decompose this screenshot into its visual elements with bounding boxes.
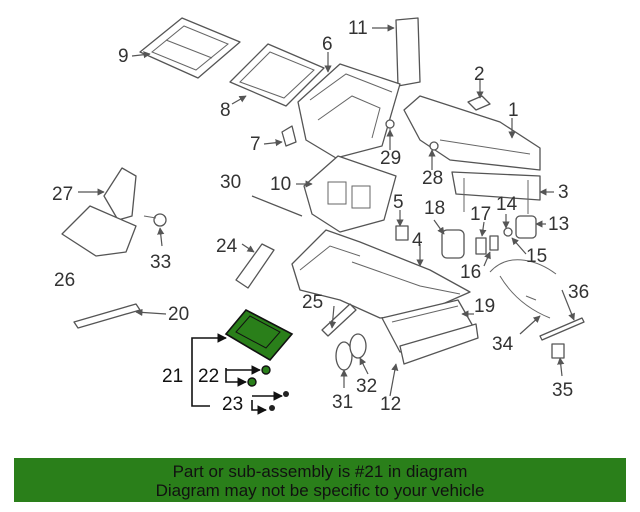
callout-18: 18 [424,198,445,219]
part-1-heater-housing [403,95,541,171]
callout-3: 3 [558,182,569,203]
callout-numbers: 1 2 3 4 5 6 7 8 9 10 11 12 13 14 15 16 1… [52,18,589,415]
callout-30: 30 [220,172,241,193]
part-notice-line: Part or sub-assembly is #21 in diagram [172,462,468,481]
callout-24: 24 [216,236,238,257]
part-notice-banner: Part or sub-assembly is #21 in diagram D… [14,458,626,502]
part-26-tray [61,205,137,257]
callout-12: 12 [380,394,401,415]
callout-7: 7 [250,134,261,155]
callout-19: 19 [474,296,495,317]
callout-15: 15 [526,246,547,267]
callout-17: 17 [470,204,491,225]
part-7-bracket [281,125,297,147]
callout-29: 29 [380,148,401,169]
callout-25: 25 [302,292,323,313]
callout-20: 20 [168,304,189,325]
callout-13: 13 [548,214,569,235]
part-17-resistor [475,237,487,255]
callout-26: 26 [54,270,75,291]
part-24-seal [235,243,275,289]
part-8-filter-element [229,43,325,107]
part-9-filter-frame [139,17,241,79]
callout-5: 5 [393,192,404,213]
part-14-clip [503,227,513,237]
callout-36: 36 [568,282,589,303]
callout-8: 8 [220,100,231,121]
part-33-bolt [143,213,167,227]
callout-4: 4 [412,230,423,251]
part-6-upper-housing [297,63,401,159]
callout-11: 11 [348,18,368,39]
part-13-actuator [515,215,537,239]
part-16-connector [489,235,499,251]
part-18-motor [441,229,465,259]
callout-33: 33 [150,252,171,273]
part-36-rail [539,317,585,341]
part-10-blower-housing [303,155,397,233]
part-30-rod [251,195,303,217]
part-27-actuator [103,167,137,221]
callout-14: 14 [496,194,518,215]
callout-16: 16 [460,262,481,283]
part-12-case [399,323,479,365]
callout-21: 21 [162,366,183,387]
part-28-clip [429,141,439,151]
part-22-fastener [247,365,271,387]
callout-35: 35 [552,380,573,401]
highlight-leader-lines [191,333,283,415]
callout-1: 1 [508,100,519,121]
part-11-cover [395,17,421,87]
part-21-highlighted-filter [224,308,294,362]
callout-34: 34 [492,334,514,355]
part-5-sensor [395,225,409,241]
callout-27: 27 [52,184,73,205]
part-20-strip [73,303,141,329]
callout-32: 32 [356,376,377,397]
part-32-disc [349,333,367,359]
part-34-wiring-harness [489,259,557,319]
callout-6: 6 [322,34,333,55]
part-2-bracket [467,95,491,111]
callout-28: 28 [422,168,443,189]
callout-31: 31 [332,392,353,413]
callout-2: 2 [474,64,485,85]
part-23-fastener [269,391,289,411]
leader-lines [78,24,575,397]
disclaimer-line: Diagram may not be specific to your vehi… [155,481,485,500]
callout-10: 10 [270,174,291,195]
callout-23: 23 [222,394,243,415]
callout-9: 9 [118,46,129,67]
parts-diagram: 1 2 3 4 5 6 7 8 9 10 11 12 13 14 15 16 1… [52,17,589,415]
part-3-heater-core [451,171,541,214]
callout-22: 22 [198,366,219,387]
part-25-seal [321,303,357,337]
part-35-sensor [551,343,565,359]
